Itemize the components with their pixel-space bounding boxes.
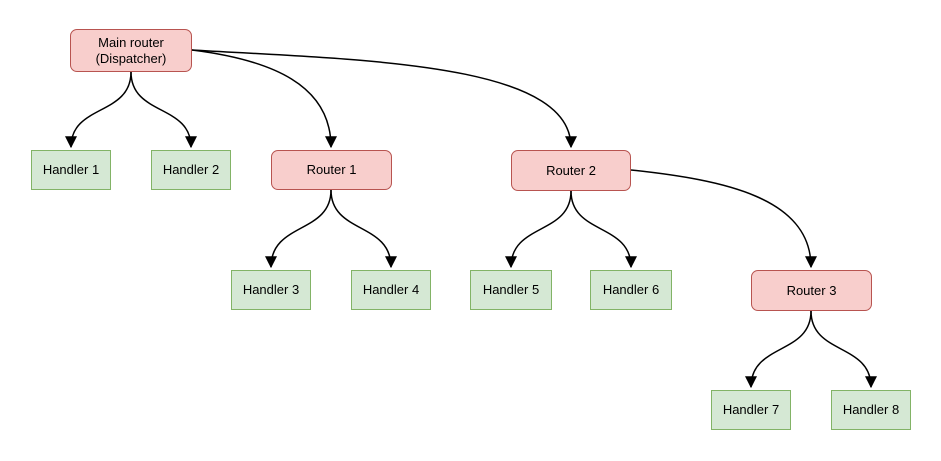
edge-router3-to-handler8 (810, 310, 877, 389)
node-handler-2: Handler 2 (151, 150, 231, 190)
node-main-router: Main router (Dispatcher) (70, 29, 192, 72)
node-label: Handler 2 (162, 162, 220, 177)
node-label: Handler 8 (842, 402, 900, 417)
node-router-3: Router 3 (751, 270, 872, 311)
edge-router2-to-router3 (630, 169, 817, 269)
node-label: Router 3 (786, 282, 837, 298)
edge-router1-to-handler3 (265, 189, 332, 269)
edge-router3-to-handler7 (745, 310, 812, 389)
node-handler-7: Handler 7 (711, 390, 791, 430)
edge-main-to-handler2 (130, 71, 197, 149)
edge-main-to-router1 (191, 49, 337, 149)
node-handler-1: Handler 1 (31, 150, 111, 190)
node-handler-6: Handler 6 (590, 270, 672, 310)
node-label: Handler 4 (362, 282, 420, 297)
edge-main-to-router2 (191, 49, 577, 149)
node-handler-8: Handler 8 (831, 390, 911, 430)
edge-router2-to-handler5 (505, 190, 572, 269)
node-handler-3: Handler 3 (231, 270, 311, 310)
node-label: Router 2 (546, 162, 596, 178)
node-label-line2: (Dispatcher) (95, 50, 167, 66)
node-label: Handler 5 (482, 282, 540, 297)
node-label: Handler 3 (242, 282, 300, 297)
node-label: Handler 7 (722, 402, 780, 417)
edge-router2-to-handler6 (570, 190, 637, 269)
node-label: Handler 1 (42, 162, 100, 177)
node-router-1: Router 1 (271, 150, 392, 190)
edge-main-to-handler1 (65, 71, 132, 149)
node-router-2: Router 2 (511, 150, 631, 191)
edge-router1-to-handler4 (330, 189, 397, 269)
node-handler-4: Handler 4 (351, 270, 431, 310)
node-label: Router 1 (306, 162, 357, 177)
node-label: Handler 6 (602, 282, 660, 297)
node-handler-5: Handler 5 (470, 270, 552, 310)
node-label-line1: Main router (98, 34, 164, 50)
